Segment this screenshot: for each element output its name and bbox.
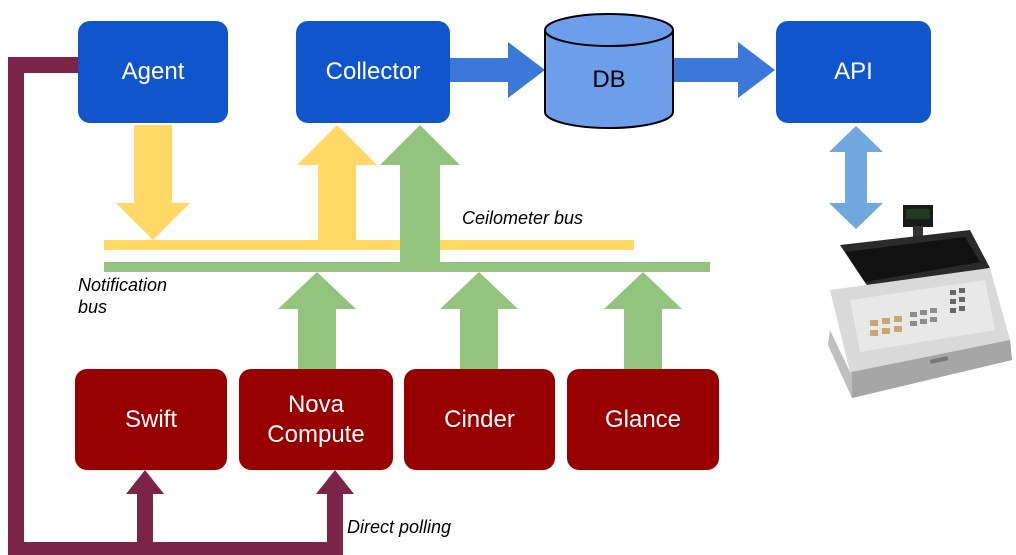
- swift-label: Swift: [124, 405, 177, 433]
- nova-notify-arrow: [278, 272, 356, 369]
- notification-bus-label: Notification bus: [78, 274, 167, 318]
- cinder-notify-arrow: [440, 272, 518, 369]
- nova-label-line2: Compute: [267, 420, 365, 448]
- collector-label: Collector: [325, 58, 421, 85]
- nova-label-line1: Nova: [287, 390, 344, 418]
- collector-ceilometer-arrow: [297, 125, 377, 240]
- api-label: API: [834, 58, 873, 85]
- api-box: API: [776, 21, 931, 123]
- cinder-label: Cinder: [444, 405, 515, 433]
- agent-box: Agent: [78, 21, 228, 123]
- notification-bus-label-line1: Notification: [78, 275, 168, 295]
- glance-notify-arrow: [604, 272, 682, 369]
- glance-box: Glance: [567, 369, 719, 470]
- cinder-box: Cinder: [404, 369, 555, 470]
- glance-label: Glance: [604, 405, 682, 433]
- cash-register-icon: [828, 205, 1012, 398]
- polling-arrowhead-swift: [126, 470, 164, 494]
- collector-box: Collector: [296, 21, 450, 123]
- db-to-api-arrow: [670, 42, 775, 98]
- ceilometer-bus: [104, 240, 634, 250]
- agent-label: Agent: [121, 58, 185, 85]
- api-consumer-arrow: [829, 126, 883, 229]
- agent-publish-arrow: [116, 125, 190, 240]
- nova-compute-label: Nova Compute: [267, 390, 364, 450]
- collector-notification-arrow: [380, 125, 460, 267]
- notification-bus-label-line2: bus: [78, 297, 108, 317]
- swift-box: Swift: [75, 369, 227, 470]
- ceilometer-bus-label: Ceilometer bus: [462, 208, 584, 228]
- polling-arrowhead-nova: [316, 470, 354, 494]
- direct-polling-label: Direct polling: [347, 517, 452, 537]
- db-cylinder: [544, 13, 674, 129]
- collector-to-db-arrow: [450, 42, 545, 98]
- direct-polling-line: [8, 57, 343, 555]
- nova-compute-box: Nova Compute: [239, 369, 393, 470]
- db-label: DB: [592, 66, 626, 93]
